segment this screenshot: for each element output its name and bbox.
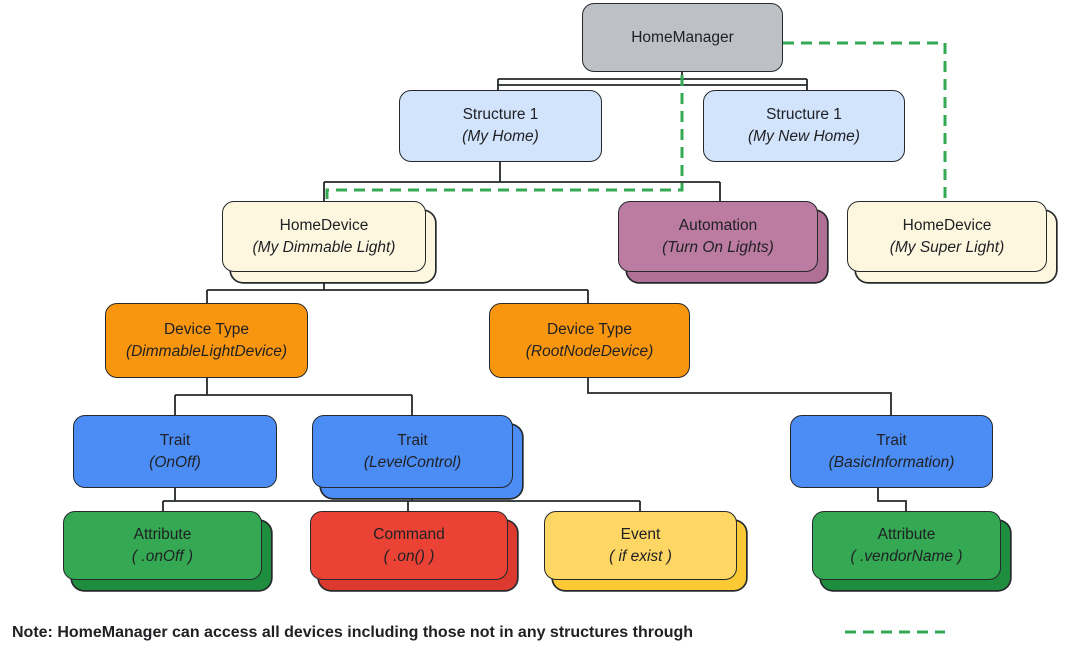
node-title: Structure 1 [462,106,539,123]
node-homedevice-dimmable-light: HomeDevice (My Dimmable Light) [222,201,426,272]
node-title: Attribute [877,525,936,543]
connector-devicetype1-traits [174,378,413,415]
node-command-on: Command ( .on() ) [310,511,508,580]
node-devicetype-rootnode: Device Type (RootNodeDevice) [489,303,690,378]
green-dashed-connectors [325,41,947,634]
dashed-homemanager-dimmablelight [325,75,684,201]
node-subtitle: (My Dimmable Light) [252,238,396,256]
node-subtitle: ( .vendorName ) [850,547,963,565]
node-event-ifexist: Event ( if exist ) [544,511,737,580]
node-subtitle: ( .on() ) [383,547,435,565]
node-subtitle: (OnOff) [149,453,201,471]
node-title: Event [620,525,661,543]
node-title: Structure 1 [766,106,842,123]
node-title: HomeDevice [279,216,369,234]
connector-homedevice-devicetypes [206,272,589,303]
diagram-note: Note: HomeManager can access all devices… [12,624,693,642]
node-title: Trait [397,431,428,449]
node-structure-my-home: Structure 1 (My Home) [399,90,602,162]
node-title: Attribute [133,525,192,543]
node-subtitle: (RootNodeDevice) [525,342,654,360]
node-homedevice-super-light: HomeDevice (My Super Light) [847,201,1047,272]
node-title: HomeDevice [902,216,992,234]
node-title: HomeManager [631,28,734,46]
node-attribute-vendorname: Attribute ( .vendorName ) [812,511,1001,580]
node-subtitle: (My Super Light) [889,238,1005,256]
node-homemanager: HomeManager [582,3,783,72]
connector-traits-members [162,488,641,511]
node-title: Trait [876,431,907,449]
node-subtitle: ( .onOff ) [131,547,194,565]
node-attribute-onoff: Attribute ( .onOff ) [63,511,262,580]
node-trait-onoff: Trait (OnOff) [73,415,277,488]
node-title: Device Type [163,320,249,338]
node-title: Device Type [546,320,632,338]
node-automation-turn-on-lights: Automation (Turn On Lights) [618,201,818,272]
node-subtitle: (Turn On Lights) [662,238,774,256]
solid-connectors [162,72,907,511]
node-trait-basicinformation: Trait (BasicInformation) [790,415,993,488]
node-subtitle: ( if exist ) [609,547,672,565]
node-subtitle: (BasicInformation) [828,453,955,471]
node-devicetype-dimmablelight: Device Type (DimmableLightDevice) [105,303,308,378]
node-trait-levelcontrol: Trait (LevelControl) [312,415,513,488]
connector-structure-children [323,162,721,201]
connector-basicinfo-attribute [877,488,907,511]
connector-devicetype2-trait [587,378,892,415]
node-title: Trait [159,431,191,449]
node-subtitle: (My New Home) [748,128,860,145]
node-subtitle: (My Home) [462,128,539,145]
note-text: Note: HomeManager can access all devices… [12,624,694,641]
node-subtitle: (DimmableLightDevice) [125,342,288,360]
dashed-homemanager-superlight [783,41,947,201]
node-subtitle: (LevelControl) [363,453,462,471]
node-structure-my-new-home: Structure 1 (My New Home) [703,90,905,162]
connector-homemanager-structures [497,72,808,90]
node-title: Command [373,525,445,543]
node-title: Automation [678,216,758,234]
